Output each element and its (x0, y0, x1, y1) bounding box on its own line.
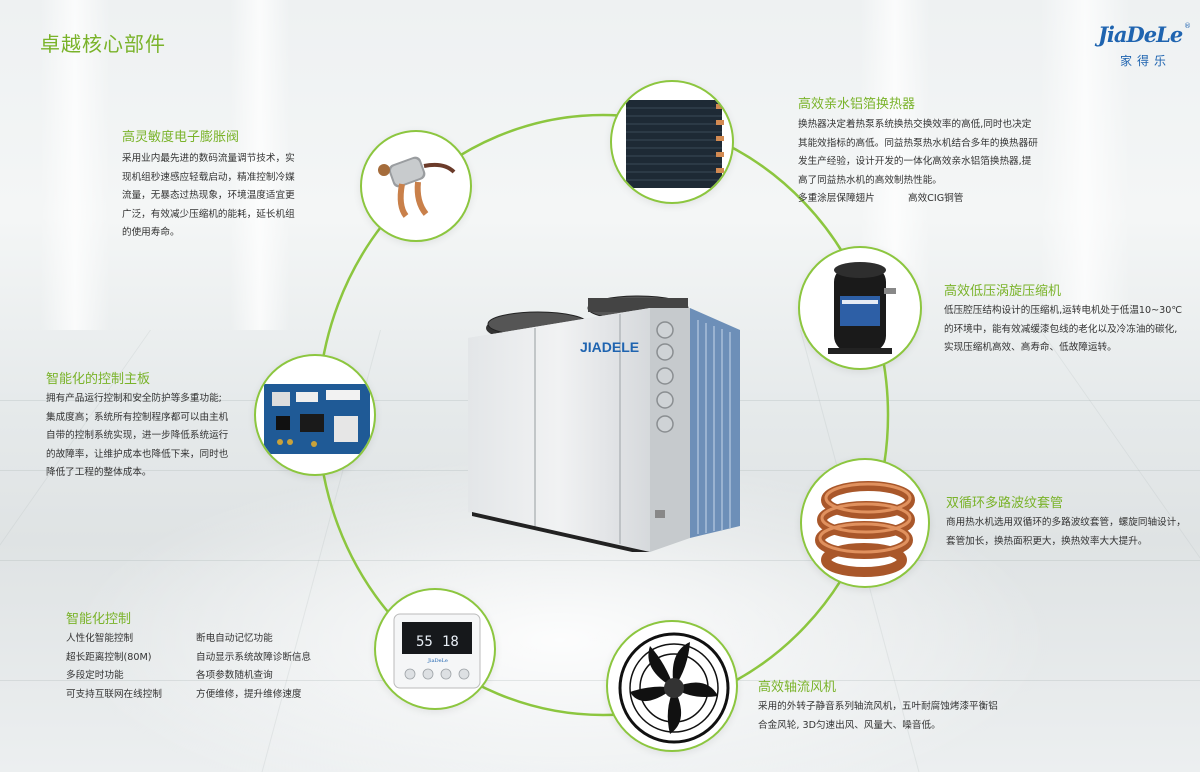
compressor-description: 低压腔压结构设计的压缩机,运转电机处于低温10~30℃ 的环境中，能有效减缓漆包… (944, 302, 1182, 358)
controller-display-right: 18 (442, 634, 459, 650)
controller-brand: JiaDeLe (427, 658, 448, 664)
exchanger-title: 高效亲水铝箔换热器 (798, 97, 916, 112)
unit-brand-label: JIADELE (580, 339, 639, 355)
compressor-line: 低压腔压结构设计的压缩机,运转电机处于低温10~30℃ (944, 305, 1183, 316)
fan-line: 合金风轮, 3D匀速出风、风量大、噪音低。 (758, 719, 941, 731)
tube-image (800, 458, 930, 588)
smart-control-title: 智能化控制 (66, 612, 132, 627)
valve-line: 广泛，有效减少压缩机的能耗，延长机组 (122, 208, 295, 220)
exchanger-line: 换热器决定着热泵系统换热交换效率的高低,同时也决定 (798, 119, 1032, 130)
tube-title: 双循环多路波纹套管 (946, 496, 1064, 511)
exchanger-line: 其能效指标的高低。同益热泵热水机结合多年的换热器研 (798, 137, 1038, 149)
tube-line: 套管加长，换热面积更大，换热效率大大提升。 (946, 535, 1148, 547)
exchanger-line: 高了同益热水机的高效制热性能。 (798, 174, 942, 186)
smart-feature: 自动显示系统故障诊断信息 (196, 651, 312, 663)
expansion-valve-icon (378, 156, 456, 218)
smart-feature: 超长距离控制(80M) (66, 651, 152, 663)
fan-image (606, 620, 738, 752)
exchanger-line: 发生产经验，设计开发的一体化高效亲水铝箔换热器,提 (798, 156, 1032, 167)
wired-controller-icon: 55 18 JiaDeLe (393, 613, 481, 689)
fan-description: 采用的外转子静音系列轴流风机，五叶耐腐蚀烤漆平衡铝 合金风轮, 3D匀速出风、风… (758, 698, 998, 735)
valve-title: 高灵敏度电子膨胀阀 (122, 130, 240, 145)
smart-feature: 多段定时功能 (66, 670, 124, 681)
corrugated-tube-icon (815, 481, 915, 577)
fan-title: 高效轴流风机 (758, 680, 837, 695)
smart-feature: 可支持互联网在线控制 (66, 688, 162, 700)
control-board-line: 集成度高；系统所有控制程序都可以由主机 (46, 411, 229, 423)
logo-chinese-name: 家得乐 (1120, 54, 1172, 68)
smart-feature: 各项参数随机查询 (196, 670, 273, 681)
compressor-icon (828, 262, 896, 354)
control-board-title: 智能化的控制主板 (46, 372, 151, 387)
valve-description: 采用业内最先进的数码流量调节技术，实 现机组秒速感应轻载启动，精准控制冷媒 流量… (122, 150, 295, 243)
axial-fan-icon (618, 632, 730, 744)
valve-line: 采用业内最先进的数码流量调节技术，实 (122, 153, 295, 164)
smart-feature: 方便维修，提升维修速度 (196, 688, 302, 700)
exchanger-image (610, 80, 734, 204)
controller-image: 55 18 JiaDeLe (374, 588, 496, 710)
compressor-line: 的环境中，能有效减缓漆包线的老化以及冷冻油的碳化, (944, 323, 1178, 335)
fan-line: 采用的外转子静音系列轴流风机，五叶耐腐蚀烤漆平衡铝 (758, 701, 998, 712)
control-board-line: 的故障率，让维护成本也降低下来，同时也 (46, 448, 229, 460)
controller-display-left: 55 (416, 634, 433, 650)
control-board-line: 降低了工程的整体成本。 (46, 467, 152, 478)
heat-pump-unit: JIADELE (468, 295, 740, 552)
compressor-title: 高效低压涡旋压缩机 (944, 284, 1062, 299)
page-title: 卓越核心部件 (40, 32, 166, 56)
valve-line: 现机组秒速感应轻载启动，精准控制冷媒 (122, 171, 295, 183)
control-board-description: 拥有产品运行控制和安全防护等多重功能; 集成度高；系统所有控制程序都可以由主机 … (46, 390, 228, 483)
smart-control-features-left: 人性化智能控制 超长距离控制(80M) 多段定时功能 可支持互联网在线控制 (66, 630, 162, 704)
logo-registered-mark: ® (1184, 22, 1191, 30)
valve-line: 流量，无暴态过热现象，环境温度适宜更 (122, 190, 295, 201)
compressor-line: 实现压缩机高效、高寿命、低故障运转。 (944, 342, 1117, 353)
exchanger-features: 多重涂层保障翅片 高效CIG铜管 (798, 190, 1038, 209)
valve-line: 的使用寿命。 (122, 227, 180, 238)
exchanger-feature-fins: 多重涂层保障翅片 (798, 193, 875, 204)
tube-line: 商用热水机选用双循环的多路波纹套管，螺旋同轴设计， (946, 517, 1186, 528)
control-board-line: 自带的控制系统实现，进一步降低系统运行 (46, 430, 229, 441)
exchanger-description: 换热器决定着热泵系统换热交换效率的高低,同时也决定 其能效指标的高低。同益热泵热… (798, 116, 1038, 209)
compressor-image (798, 246, 922, 370)
valve-image (360, 130, 472, 242)
circuit-board-icon (264, 384, 370, 454)
control-board-image (254, 354, 376, 476)
tube-description: 商用热水机选用双循环的多路波纹套管，螺旋同轴设计， 套管加长，换热面积更大，换热… (946, 514, 1186, 551)
smart-control-features-right: 断电自动记忆功能 自动显示系统故障诊断信息 各项参数随机查询 方便维修，提升维修… (196, 630, 311, 704)
heat-exchanger-icon (626, 100, 724, 188)
smart-feature: 人性化智能控制 (66, 633, 134, 644)
brand-logo: JiaDeLe ® 家得乐 (1098, 22, 1191, 78)
smart-feature: 断电自动记忆功能 (196, 633, 273, 644)
exchanger-feature-copper: 高效CIG铜管 (908, 193, 964, 204)
control-board-line: 拥有产品运行控制和安全防护等多重功能; (46, 393, 222, 404)
logo-wordmark: JiaDeLe (1098, 22, 1183, 47)
